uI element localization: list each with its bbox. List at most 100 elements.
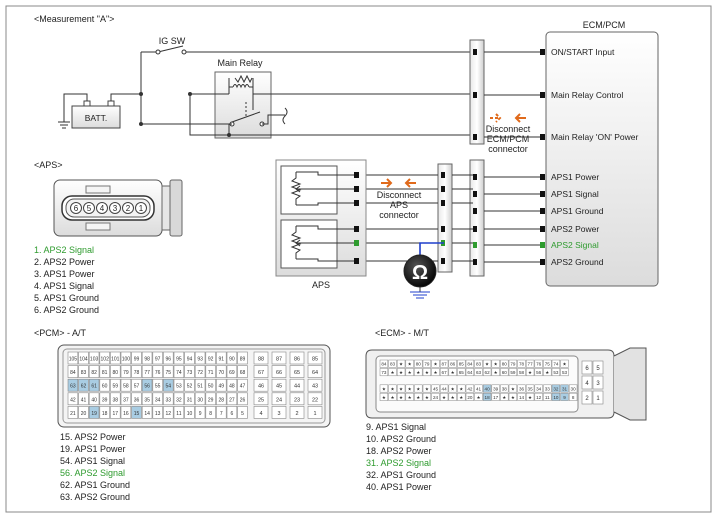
pin-list-item: 15. APS2 Power	[60, 432, 126, 442]
ecm-mt-pin-number: ★	[433, 370, 438, 375]
ecm-mt-pin-number: 58	[519, 370, 525, 375]
ecm-mt-side-cell	[592, 375, 604, 390]
pcm-pin-number: 97	[155, 357, 161, 363]
pcm-pin-cell	[99, 392, 110, 406]
ecm-mt-pin-number: 59	[510, 370, 516, 375]
pcm-pin-number: 81	[102, 370, 108, 376]
ecm-title: ECM/PCM	[583, 20, 626, 30]
ecm-mt-pin-number: ★	[451, 370, 456, 375]
pcm-pin-cell	[99, 351, 110, 365]
ecm-mt-pin-cell	[388, 368, 397, 377]
ecm-mt-pin-number: 42	[467, 386, 473, 391]
pcm-pin-cell	[226, 392, 238, 406]
pcm-pin-number: 77	[144, 370, 150, 376]
pin-list-item: 4. APS1 Signal	[34, 281, 95, 291]
ecm-mt-title: <ECM> - M/T	[375, 328, 430, 338]
pcm-pin-number: 55	[155, 384, 161, 390]
battery-ground-symbol	[58, 121, 70, 129]
pcm-pin-cell	[173, 392, 185, 406]
pcm-pin-number: 18	[102, 411, 108, 417]
pcm-pin-cell	[152, 351, 163, 365]
pcm-pin-cell	[78, 406, 89, 419]
ecm-mt-pin-number: 11	[545, 395, 550, 400]
ecm-mt-pin-cell	[474, 384, 483, 393]
aps-connector-pin	[109, 202, 121, 214]
pcm-pin-cell	[88, 365, 100, 378]
pcm-pin-cell	[184, 351, 195, 365]
pcm-pin-number: 92	[208, 357, 214, 363]
ecm-mt-pin-cell	[543, 368, 552, 377]
aps-strip-pin	[441, 200, 445, 206]
ecm-mt-pin-number: 36	[519, 386, 525, 391]
ecm-mt-side-number: 2	[585, 396, 589, 402]
ecm-connector-pin	[473, 174, 477, 180]
pcm-pin-cell	[99, 406, 110, 419]
pcm-pin-cell	[78, 378, 89, 392]
ecm-mt-pin-cell	[439, 392, 449, 401]
pcm-pin-cell	[120, 351, 132, 365]
pcm-pin-number: 83	[81, 370, 87, 376]
ecm-mt-pin-cell	[482, 359, 492, 368]
pcm-title: <PCM> - A/T	[34, 328, 87, 338]
pcm-pin-cell	[78, 351, 89, 365]
disconnect-ecm-arrow-left	[490, 113, 502, 123]
pcm-pin-cell	[141, 406, 153, 419]
ecm-mt-pin-number: 60	[502, 370, 508, 375]
pcm-pin-cell	[216, 392, 227, 406]
pcm-pin-cell	[131, 406, 142, 419]
ecm-mt-pin-number: ★	[511, 395, 516, 400]
ecm-mt-pin-cell	[431, 359, 440, 368]
ecm-mt-pin-number: ★	[502, 395, 507, 400]
aps-connector-pin	[70, 202, 82, 214]
ecm-mt-pin-number: ★	[433, 362, 438, 367]
ecm-mt-pin-number: 67	[442, 370, 448, 375]
ecm-mt-pin-cell	[414, 359, 423, 368]
pcm-pin-number: 76	[155, 370, 161, 376]
ecm-mt-pin-cell	[422, 392, 432, 401]
pcm-pin-cell	[67, 351, 79, 365]
relay-coil	[232, 84, 250, 89]
ecm-mt-pin-number: ★	[442, 395, 447, 400]
pcm-pin-cell	[67, 365, 79, 378]
pcm-side-number: 25	[258, 397, 264, 403]
pcm-pin-number: 73	[187, 370, 193, 376]
aps-strip-pin	[441, 186, 445, 192]
ecm-mt-side-number: 5	[596, 366, 600, 372]
ecm-mt-pin-cell	[508, 384, 518, 393]
aps-sensor-pin	[354, 226, 359, 232]
ecm-mt-pin-cell	[551, 384, 561, 393]
ecm-mt-pin-cell	[457, 392, 466, 401]
aps-connector-strip	[437, 163, 453, 273]
pcm-pin-number: 38	[113, 397, 119, 403]
ecm-box	[545, 31, 659, 287]
pcm-side-cell	[271, 406, 287, 419]
ecm-mt-side-cell	[581, 390, 593, 405]
ecm-mt-pin-number: ★	[408, 362, 413, 367]
aps-sensor1	[280, 165, 338, 215]
ecm-mt-pin-cell	[534, 368, 543, 377]
ecm-mt-side-number: 3	[596, 381, 600, 387]
ecm-mt-pin-cell	[525, 392, 535, 401]
pcm-pin-cell	[120, 406, 132, 419]
pcm-pin-number: 13	[155, 411, 161, 417]
ecm-mt-pin-cell	[465, 384, 475, 393]
pcm-pin-number: 37	[123, 397, 129, 403]
ecm-mt-pin-cell	[534, 392, 543, 401]
pcm-pin-cell	[184, 406, 195, 419]
pcm-pin-cell	[226, 406, 238, 419]
ecm-connector-pin	[473, 242, 477, 248]
ecm-pin-label: APS2 Signal	[551, 240, 599, 250]
pcm-pin-number: 50	[208, 384, 214, 390]
disconnect-aps-line3: connector	[379, 210, 419, 220]
pcm-pin-number: 42	[70, 397, 76, 403]
aps-sensor-pin	[354, 200, 359, 206]
ecm-mt-pin-number: ★	[382, 386, 387, 391]
ecm-mt-pin-number: 8	[572, 395, 575, 400]
pcm-pin-cell	[110, 378, 121, 392]
ecm-mt-pin-number: ★	[416, 395, 421, 400]
ecm-mt-pin-cell	[379, 368, 389, 377]
pcm-pin-cell	[88, 406, 100, 419]
aps-connector-pin-number: 2	[126, 204, 131, 213]
pcm-pin-number: 99	[134, 357, 140, 363]
